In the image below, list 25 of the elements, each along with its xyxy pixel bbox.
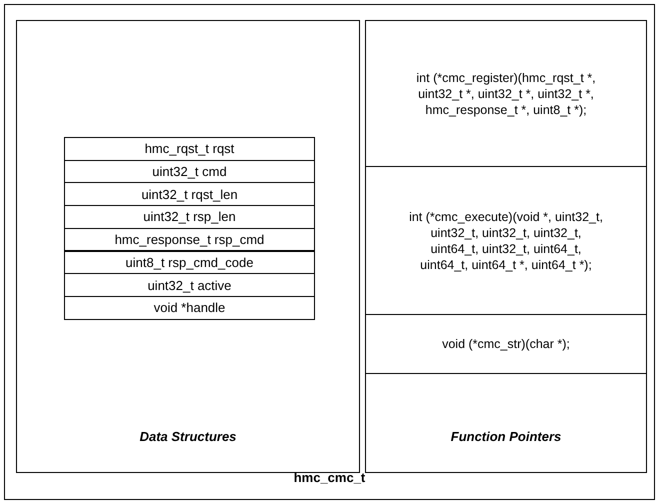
field-row xyxy=(64,228,315,252)
field-row xyxy=(64,160,315,184)
field-text: uint32_t active xyxy=(148,278,232,292)
struct-name: hmc_cmc_t xyxy=(292,468,366,486)
field-row xyxy=(64,182,315,206)
field-row xyxy=(64,137,315,161)
section-panel xyxy=(16,20,360,473)
function-signature: void (*cmc_str)(char *); xyxy=(441,336,571,352)
field-text: uint32_t cmd xyxy=(152,165,227,178)
field-text: uint32_t rqst_len xyxy=(141,188,238,201)
field-row xyxy=(64,296,315,320)
function-signature: int (*cmc_execute)(void *, uint32_t, uint32_t, uint32_t, uint32_t, uint64_t, uint32_t, uint64_t, uint64_t, uint64_t *, uint64_t *); xyxy=(408,208,604,272)
field-row xyxy=(64,273,315,297)
section-panel xyxy=(365,20,647,473)
field-row xyxy=(64,205,315,229)
function-signature: int (*cmc_register)(hmc_rqst_t *, uint32_t *, uint32_t *, uint32_t *, hmc_response_t *, uint8_t *); xyxy=(415,70,597,118)
field-text: uint32_t rsp_len xyxy=(143,210,236,224)
field-text: hmc_rqst_t rqst xyxy=(144,142,234,156)
struct-container xyxy=(4,4,655,500)
field-text: hmc_response_t rsp_cmd xyxy=(114,233,264,246)
panel-title: Function Pointers xyxy=(450,428,562,446)
field-text: uint8_t rsp_cmd_code xyxy=(126,256,254,269)
field-text: void *handle xyxy=(154,301,226,314)
panel-title: Data Structures xyxy=(138,428,238,446)
field-row xyxy=(64,250,315,274)
